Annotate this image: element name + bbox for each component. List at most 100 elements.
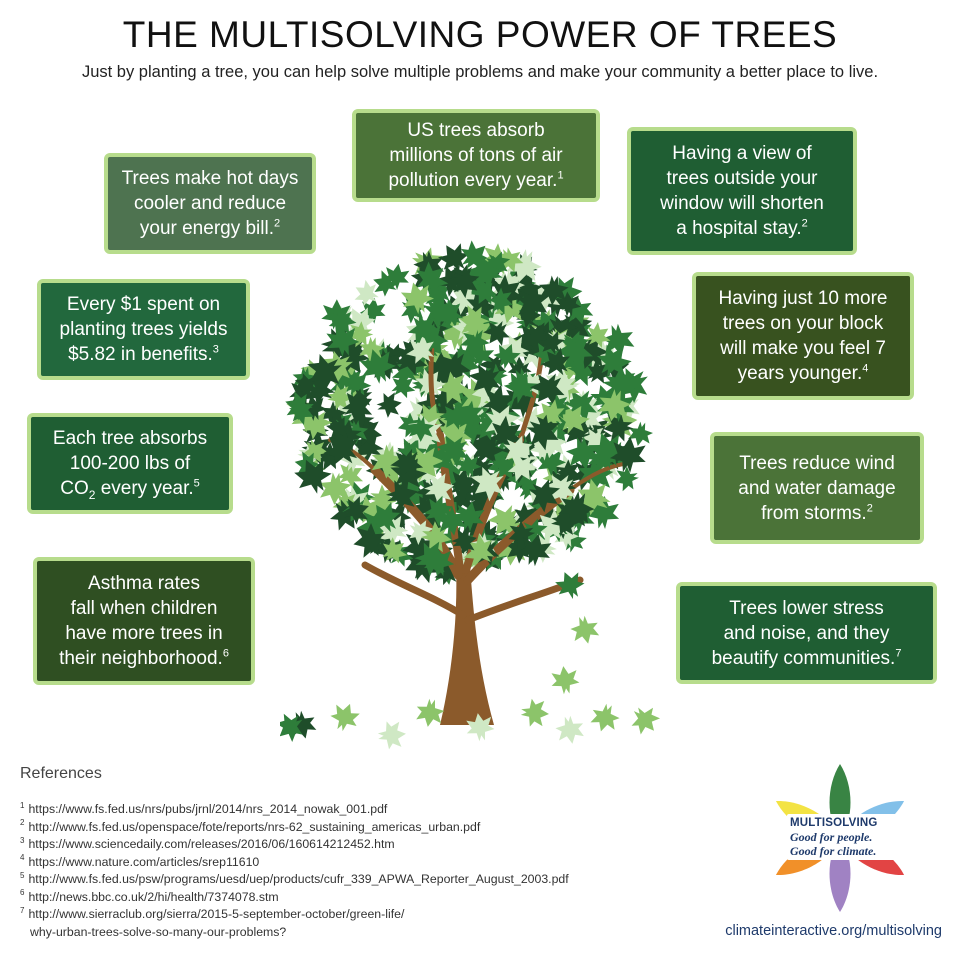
fact-line: cooler and reduce xyxy=(133,193,287,214)
leaf xyxy=(337,459,364,489)
reference-number: 2 xyxy=(866,502,873,515)
leaf xyxy=(320,400,347,427)
leaf xyxy=(390,448,424,479)
leaf xyxy=(515,285,550,323)
fact-line: Asthma rates xyxy=(88,573,200,594)
leaf xyxy=(327,384,354,411)
fact-line: Having a view of xyxy=(672,143,812,164)
reference-number: 2 xyxy=(274,217,281,230)
leaf xyxy=(469,255,504,290)
reference-number: 4 xyxy=(862,362,869,375)
leaf xyxy=(555,715,584,744)
leaf xyxy=(556,291,582,317)
leaf xyxy=(377,513,409,546)
fact-line: a hospital stay.2 xyxy=(676,217,808,239)
leaf xyxy=(321,299,352,330)
leaf xyxy=(551,666,580,695)
fact-line: Each tree absorbs xyxy=(52,428,208,449)
leaf xyxy=(538,330,565,355)
leaf xyxy=(300,394,327,421)
leaf xyxy=(434,558,460,586)
reference-number: 1 xyxy=(557,169,564,182)
leaf xyxy=(354,279,379,307)
leaf xyxy=(307,353,342,392)
reference-item-continuation[interactable]: why-urban-trees-solve-so-many-our-proble… xyxy=(30,924,287,939)
fact-line: have more trees in xyxy=(65,623,223,644)
leaf xyxy=(342,496,369,525)
leaf xyxy=(602,366,637,404)
reference-number: 5 xyxy=(193,477,200,490)
leaf xyxy=(437,243,470,273)
leaf xyxy=(493,344,521,370)
leaf xyxy=(628,421,653,447)
leaf xyxy=(545,393,571,419)
co2-subscript: 2 xyxy=(88,487,96,502)
leaf xyxy=(470,279,498,305)
leaf xyxy=(453,501,485,532)
leaf xyxy=(458,305,490,338)
leaf xyxy=(466,713,495,742)
reference-number: 6 xyxy=(222,647,229,660)
fact-line: US trees absorb xyxy=(407,120,545,141)
leaf xyxy=(596,344,632,377)
logo-tagline-climate: Good for climate. xyxy=(790,844,877,858)
fact-box-stress-noise: Trees lower stress and noise, and they b… xyxy=(676,582,937,684)
logo-tagline-people: Good for people. xyxy=(790,830,873,844)
leaf xyxy=(468,364,501,397)
fact-box-dollar-benefits: Every $1 spent on planting trees yields … xyxy=(37,279,250,380)
leaf xyxy=(294,459,332,494)
leaf xyxy=(588,432,626,469)
leaf xyxy=(319,472,352,505)
leaf xyxy=(385,478,418,512)
leaf xyxy=(390,455,428,490)
logo-brand: MULTISOLVING xyxy=(790,817,878,829)
leaf xyxy=(406,334,435,364)
fact-line: beautify communities.7 xyxy=(711,647,902,669)
leaf xyxy=(535,447,567,477)
leaf xyxy=(328,309,357,336)
leaf xyxy=(323,430,358,466)
leaf xyxy=(435,298,464,329)
tree-illustration xyxy=(280,240,661,750)
leaf xyxy=(335,332,366,363)
leaf xyxy=(451,527,477,555)
leaf xyxy=(487,504,523,538)
fact-line: years younger.4 xyxy=(737,362,869,384)
fact-line: Having just 10 more xyxy=(718,288,888,309)
leaf xyxy=(474,414,501,441)
leaf xyxy=(590,703,620,732)
footer-site-link[interactable]: climateinteractive.org/multisolving xyxy=(725,923,942,939)
fact-line: will make you feel 7 xyxy=(720,338,886,359)
fact-line: Trees make hot days xyxy=(121,168,299,189)
leaf xyxy=(631,707,661,735)
leaf xyxy=(416,403,446,431)
leaf xyxy=(494,292,527,324)
leaf xyxy=(326,324,360,357)
fact-box-feel-younger: Having just 10 more trees on your block … xyxy=(692,272,914,400)
leaf xyxy=(526,414,560,451)
reference-number: 7 xyxy=(895,647,902,660)
leaf xyxy=(424,473,455,505)
leaf xyxy=(369,484,397,513)
fact-box-air-pollution: US trees absorb millions of tons of air … xyxy=(352,109,600,202)
leaf xyxy=(407,447,444,482)
leaf xyxy=(598,389,632,422)
fact-line: and noise, and they xyxy=(723,622,890,644)
leaf xyxy=(359,349,396,384)
leaf xyxy=(520,698,549,727)
leaf xyxy=(463,533,495,567)
leaf xyxy=(400,282,434,315)
leaf xyxy=(382,263,410,291)
fact-box-storms: Trees reduce wind and water damage from … xyxy=(710,432,924,544)
leaf xyxy=(555,459,582,487)
leaf xyxy=(555,572,585,599)
fact-line: fall when children xyxy=(70,598,218,619)
leaf xyxy=(534,508,567,542)
